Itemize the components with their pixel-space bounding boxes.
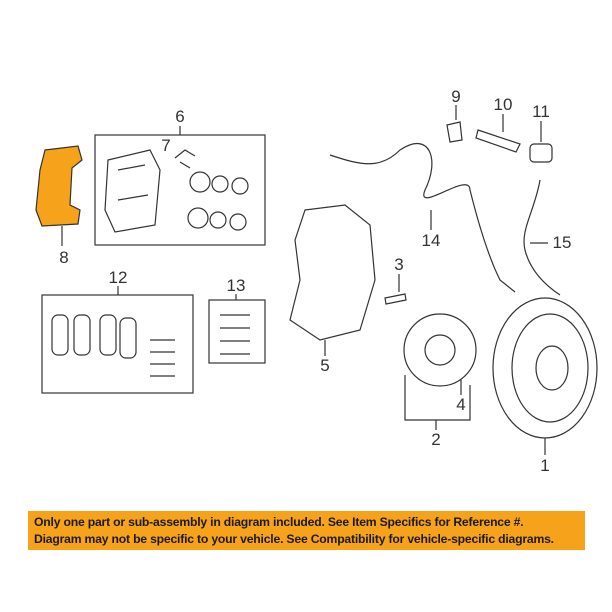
callout-14[interactable]: 14 bbox=[421, 231, 441, 250]
callout-10[interactable]: 10 bbox=[493, 95, 513, 114]
brake-pad-kit-box bbox=[41, 294, 194, 394]
callout-4[interactable]: 4 bbox=[456, 395, 466, 414]
part-1-rotor bbox=[492, 297, 598, 439]
callout-3[interactable]: 3 bbox=[394, 255, 404, 274]
callout-1[interactable]: 1 bbox=[540, 456, 550, 475]
part-15-wheel-speed-sensor bbox=[523, 179, 561, 296]
part-2-hub bbox=[403, 313, 477, 387]
part-5-dust-shield bbox=[289, 204, 376, 341]
part-8-caliper-bracket[interactable] bbox=[35, 145, 83, 227]
hardware-kit-box bbox=[208, 299, 266, 364]
callout-7[interactable]: 7 bbox=[161, 136, 171, 155]
callout-2[interactable]: 2 bbox=[431, 430, 441, 449]
callout-12[interactable]: 12 bbox=[108, 268, 128, 287]
part-14-wheel-speed-sensor bbox=[329, 143, 516, 293]
callout-9[interactable]: 9 bbox=[451, 87, 461, 106]
disclaimer-line-2: Diagram may not be specific to your vehi… bbox=[34, 532, 554, 546]
caliper-assembly-box bbox=[94, 134, 266, 246]
disclaimer-line-1: Only one part or sub-assembly in diagram… bbox=[34, 515, 524, 529]
callout-13[interactable]: 13 bbox=[226, 276, 246, 295]
callout-15[interactable]: 15 bbox=[552, 233, 572, 252]
callout-6[interactable]: 6 bbox=[175, 107, 185, 126]
callout-5[interactable]: 5 bbox=[320, 356, 330, 375]
callout-11[interactable]: 11 bbox=[532, 102, 550, 121]
callout-8[interactable]: 8 bbox=[59, 248, 69, 267]
disclaimer-banner: Only one part or sub-assembly in diagram… bbox=[28, 511, 585, 550]
